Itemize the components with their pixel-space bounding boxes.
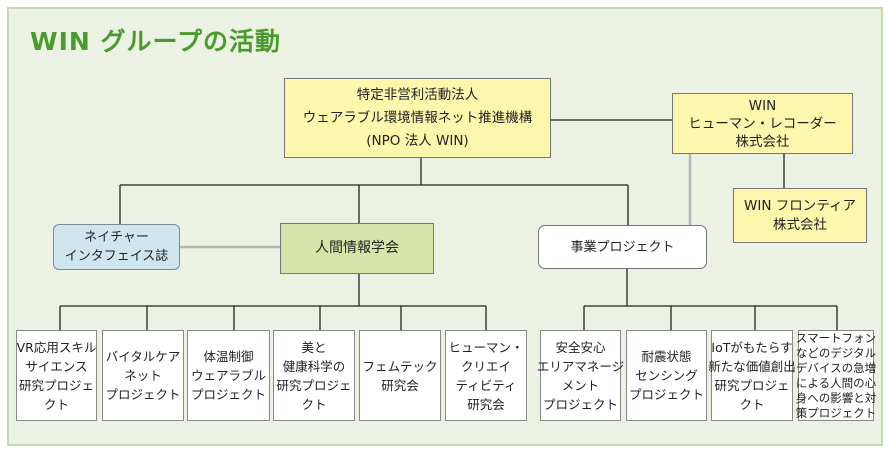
child-line: プロジェクト xyxy=(105,387,181,402)
business-label: 事業プロジェクト xyxy=(570,239,675,255)
child-line: 研究プロジェ xyxy=(18,377,94,393)
child-line: サイエンス xyxy=(25,358,88,374)
child-line: ティビティ xyxy=(455,377,517,393)
hr-line: ヒューマン・レコーダー xyxy=(688,115,837,132)
child-line: バイタルケア xyxy=(105,349,181,364)
child-line: 安全安心 xyxy=(555,339,606,355)
child-line: フェムテック xyxy=(362,358,438,374)
child-line: プロジェクト xyxy=(628,387,704,402)
hr-line: WIN xyxy=(748,97,777,114)
child-line: 研究プロジェ xyxy=(714,377,790,393)
page-title: WIN グループの活動 xyxy=(30,27,282,56)
child-line: ウェアラブル xyxy=(190,368,266,383)
child-line: VR応用スキル xyxy=(16,339,97,355)
child-line: 研究会 xyxy=(381,377,419,393)
nature-line: ネイチャー xyxy=(84,230,149,245)
business-project-box: 耐震状態センシングプロジェクト xyxy=(626,330,707,421)
child-line: ヒューマン・ xyxy=(448,339,524,355)
npo-line: (NPO 法人 WIN) xyxy=(366,132,469,149)
society-project-box: ヒューマン・クリエイティビティ研究会 xyxy=(445,330,527,421)
child-line: クト xyxy=(739,396,765,412)
child-line: センシング xyxy=(635,368,698,383)
child-line: スマートフォン xyxy=(795,330,877,345)
child-line: 研究会 xyxy=(467,396,505,412)
child-line: プロジェクト xyxy=(190,387,266,402)
business-project-box: IoTがもたらす新たな価値創出研究プロジェクト xyxy=(708,330,796,421)
npo-line: 特定非営利活動法人 xyxy=(356,86,479,103)
child-line: クリエイ xyxy=(460,358,511,374)
child-line: クト xyxy=(43,396,69,412)
nature-interface-box: ネイチャー インタフェイス誌 xyxy=(53,224,180,270)
child-line: 美と xyxy=(301,339,327,355)
hr-line: 株式会社 xyxy=(735,133,790,150)
child-line: 健康科学の xyxy=(282,358,346,374)
child-line: による人間の心 xyxy=(795,375,877,390)
npo-line: ウェアラブル環境情報ネット推進機構 xyxy=(302,109,533,126)
child-line: デバイスの急増 xyxy=(795,360,877,375)
society-project-box: 美と健康科学の研究プロジェクト xyxy=(273,330,355,421)
frontier-line: WIN フロンティア xyxy=(744,197,856,214)
child-line: IoTがもたらす xyxy=(711,339,793,355)
child-line: クト xyxy=(301,396,327,412)
society-project-box: VR応用スキルサイエンス研究プロジェクト xyxy=(16,330,97,421)
child-line: 策プロジェクト xyxy=(795,405,877,420)
child-line: エリアマネージ xyxy=(536,358,625,374)
business-project-box: スマートフォンなどのデジタルデバイスの急増による人間の心身への影響と対策プロジェ… xyxy=(795,330,877,421)
child-line: 耐震状態 xyxy=(641,349,692,364)
society-project-box: 体温制御ウェアラブルプロジェクト xyxy=(187,330,270,421)
child-line: 新たな価値創出 xyxy=(708,358,796,374)
child-line: メント xyxy=(561,377,600,393)
society-box: 人間情報学会 xyxy=(280,223,434,274)
child-line: プロジェクト xyxy=(542,396,618,412)
frontier-line: 株式会社 xyxy=(773,216,827,233)
business-box: 事業プロジェクト xyxy=(538,225,707,269)
human-recorder-box: WIN ヒューマン・レコーダー 株式会社 xyxy=(672,93,853,154)
child-line: ネット xyxy=(124,368,162,383)
child-line: などのデジタル xyxy=(795,345,877,360)
frontier-box: WIN フロンティア 株式会社 xyxy=(733,188,867,243)
child-line: 研究プロジェ xyxy=(276,377,352,393)
nature-line: インタフェイス誌 xyxy=(64,249,169,264)
business-project-box: 安全安心エリアマネージメントプロジェクト xyxy=(536,330,625,421)
child-line: 体温制御 xyxy=(203,349,254,364)
society-project-box: バイタルケアネットプロジェクト xyxy=(102,330,184,421)
society-label: 人間情報学会 xyxy=(315,240,399,256)
society-project-box: フェムテック研究会 xyxy=(359,330,441,421)
npo-box: 特定非営利活動法人 ウェアラブル環境情報ネット推進機構 (NPO 法人 WIN) xyxy=(284,78,551,158)
child-line: 身への影響と対 xyxy=(795,390,877,405)
